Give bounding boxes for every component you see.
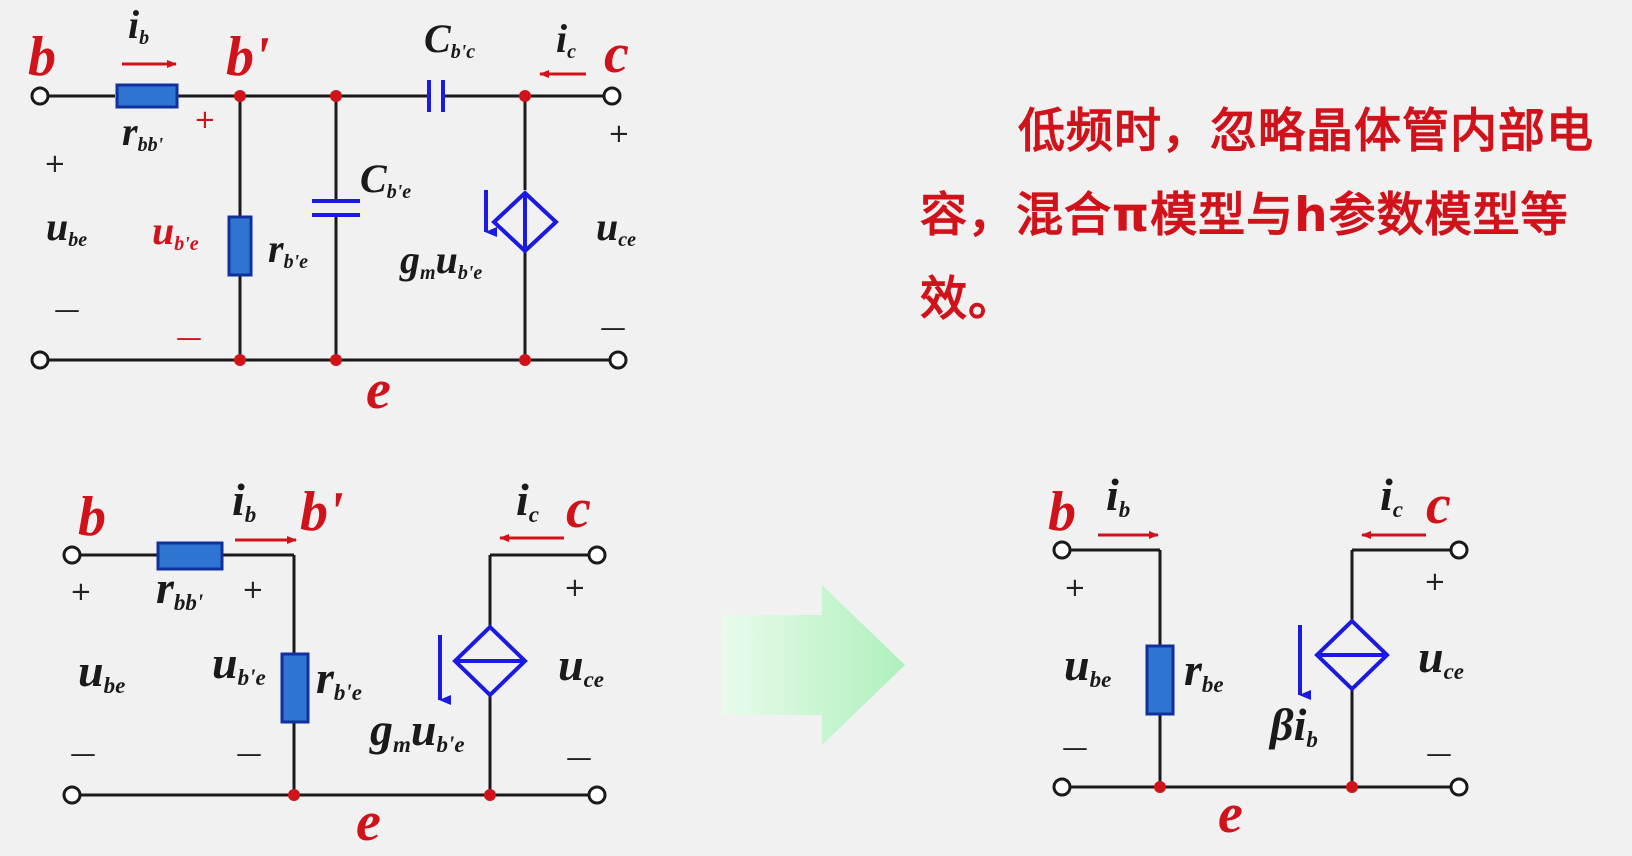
terminal-c <box>602 86 622 106</box>
capacitor-cbe <box>312 199 360 217</box>
dependent-source-right <box>1298 618 1390 700</box>
label-uce-top: uce <box>596 204 636 251</box>
resistor-rbb-bottom <box>156 541 224 571</box>
label-rbb-left: rbb' <box>156 562 203 615</box>
sign-minus-ube-prime-left: — <box>236 739 262 769</box>
label-ib-top: ib <box>128 2 149 49</box>
sign-plus-uce-right: + <box>1424 567 1446 597</box>
label-ube-right: ube <box>1064 639 1111 692</box>
label-rbe-prime-left: rb'e <box>316 652 362 705</box>
sign-minus-uce-top: — <box>600 313 626 343</box>
label-ube-prime-top: ub'e <box>152 208 199 255</box>
sign-plus-ube-top: + <box>44 149 66 179</box>
node-b-left: b <box>78 486 106 548</box>
terminal-e-right <box>608 350 628 370</box>
label-ib-left: ib <box>232 474 256 527</box>
node-c-top: c <box>604 23 629 85</box>
terminal-b <box>30 86 50 106</box>
sign-plus-uce-top: + <box>608 119 630 149</box>
dependent-source-left <box>438 624 528 705</box>
hybrid-pi-simplified-model: b b' c e ib ic rbb' rb'e ub'e gmub'e ube… <box>62 474 607 853</box>
node-c-right: c <box>1426 474 1451 536</box>
label-ube-top: ube <box>46 204 87 251</box>
resistor-rbe-prime-bottom <box>280 652 310 724</box>
sign-minus-ube-prime-top: — <box>176 323 202 353</box>
label-ic-left: ic <box>516 474 539 527</box>
node-b-prime-left: b' <box>300 481 344 543</box>
label-uce-left: uce <box>558 639 604 692</box>
equivalence-arrow <box>722 585 905 745</box>
label-ic-right: ic <box>1380 469 1403 522</box>
label-ic-top: ic <box>556 16 576 63</box>
label-ube-left: ube <box>78 645 125 698</box>
label-uce-right: uce <box>1418 631 1464 684</box>
resistor-rbb <box>115 83 179 109</box>
sign-minus-uce-left: — <box>566 743 592 773</box>
sign-plus-ube-left: + <box>70 577 92 607</box>
label-rbe-right: rbe <box>1184 644 1224 697</box>
node-e-right: e <box>1218 783 1243 845</box>
sign-minus-ube-left: — <box>70 739 96 769</box>
label-rbb-top: rbb' <box>122 109 164 156</box>
sign-plus-ube-prime-left: + <box>242 575 264 605</box>
sign-minus-ube-right: — <box>1062 733 1088 763</box>
terminal-e-left <box>30 350 50 370</box>
resistor-rbe <box>1145 644 1175 716</box>
node-c-left: c <box>566 478 591 540</box>
sign-plus-ube-right: + <box>1064 573 1086 603</box>
sign-plus-ube-prime-top: + <box>194 105 216 135</box>
hybrid-pi-full-model: b b' c e ib ic rbb' rb'e Cb'c Cb'e gmub'… <box>28 2 636 421</box>
h-parameter-model: b c e ib ic rbe ube uce βib + — + — <box>1048 469 1469 845</box>
label-rbe-prime-top: rb'e <box>268 226 308 273</box>
sign-plus-uce-left: + <box>564 573 586 603</box>
node-b-prime-top: b' <box>226 26 270 88</box>
node-b-top: b <box>28 26 56 88</box>
resistor-rbe-prime <box>227 215 253 277</box>
label-beta-ib: βib <box>1268 699 1318 752</box>
label-gm-ube-left: gmub'e <box>369 704 465 757</box>
node-e-left: e <box>356 791 381 853</box>
sign-minus-ube-top: — <box>54 295 80 325</box>
node-e-top: e <box>366 359 391 421</box>
explanation-text: 低频时，忽略晶体管内部电容，混合π模型与h参数模型等效。 <box>920 104 1594 327</box>
dependent-source-top <box>484 190 559 254</box>
sign-minus-uce-right: — <box>1426 739 1452 769</box>
label-cbc-top: Cb'c <box>424 16 475 63</box>
node-b-right: b <box>1048 481 1076 543</box>
label-cbe-top: Cb'e <box>360 156 411 203</box>
label-ib-right: ib <box>1106 469 1130 522</box>
label-ube-prime-left: ub'e <box>212 637 266 690</box>
capacitor-cbc <box>427 80 445 112</box>
label-gm-ube-top: gmub'e <box>399 237 482 284</box>
